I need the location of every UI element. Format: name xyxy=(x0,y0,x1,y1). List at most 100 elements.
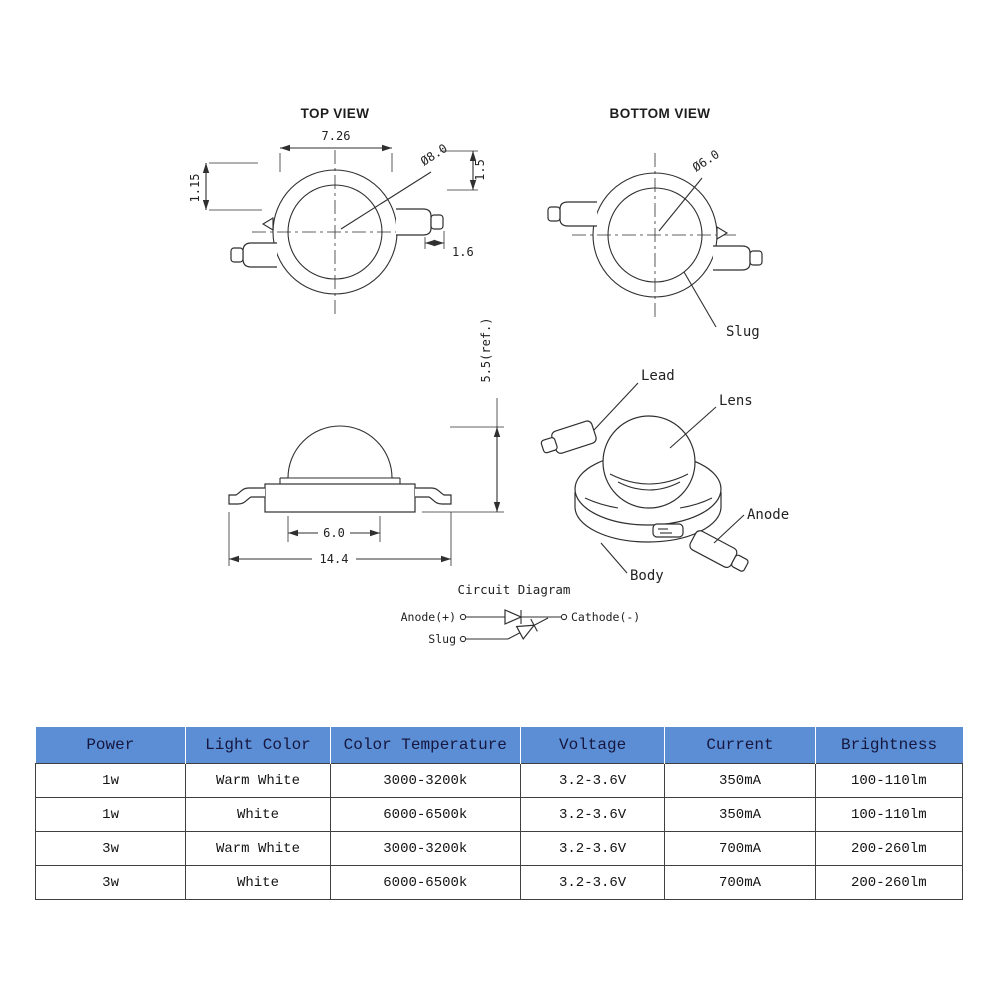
table-row: 3w Warm White 3000-3200k 3.2-3.6V 700mA … xyxy=(34,831,964,866)
diode-symbol xyxy=(504,609,523,625)
header-power: Power xyxy=(35,727,187,764)
cell-light-color: Warm White xyxy=(185,763,331,798)
upper-lead xyxy=(540,420,597,454)
lens-highlight-arc xyxy=(617,481,681,491)
dim-lead-length-label: 1.6 xyxy=(452,245,474,259)
table-row: 1w Warm White 3000-3200k 3.2-3.6V 350mA … xyxy=(34,763,964,798)
dome-arc xyxy=(287,425,393,479)
cell-color-temperature: 3000-3200k xyxy=(329,831,521,866)
cell-voltage: 3.2-3.6V xyxy=(519,831,666,866)
slug-terminal-label: Slug xyxy=(428,632,456,646)
header-voltage: Voltage xyxy=(520,727,666,764)
terminal-dot xyxy=(459,635,467,643)
lead-stub xyxy=(731,554,749,572)
cell-current: 700mA xyxy=(664,831,816,866)
lead-stub xyxy=(547,206,561,222)
spec-table: Power Light Color Color Temperature Volt… xyxy=(34,727,964,900)
leader-line xyxy=(593,382,639,431)
lens-highlight-arc xyxy=(609,473,689,485)
diode-symbol xyxy=(515,618,538,641)
cell-power: 3w xyxy=(34,831,187,866)
lead-stub xyxy=(230,247,244,263)
perspective-view: Lead Lens Anode Body xyxy=(540,368,789,584)
lead-pad xyxy=(551,420,597,454)
cell-voltage: 3.2-3.6V xyxy=(519,763,666,798)
leader-line xyxy=(683,271,717,328)
cell-power: 3w xyxy=(34,865,187,900)
header-light-color: Light Color xyxy=(185,727,331,764)
bottom-view: BOTTOM VIEW Ø6.0 Slug xyxy=(547,106,763,340)
dome-lens xyxy=(602,415,696,509)
dim-total-width-label: 14.4 xyxy=(320,552,349,566)
lens-label: Lens xyxy=(719,393,753,409)
cell-color-temperature: 3000-3200k xyxy=(329,763,521,798)
circuit-title: Circuit Diagram xyxy=(458,582,571,597)
leader-line xyxy=(340,171,432,230)
cell-brightness: 100-110lm xyxy=(814,763,964,798)
dim-height-label: 5.5(ref.) xyxy=(479,317,493,382)
body-surface-line xyxy=(584,497,619,509)
body-label: Body xyxy=(630,568,664,584)
cell-color-temperature: 6000-6500k xyxy=(329,865,521,900)
dim-slug-diameter-label: Ø6.0 xyxy=(690,147,722,174)
cell-voltage: 3.2-3.6V xyxy=(519,797,666,832)
cell-current: 350mA xyxy=(664,797,816,832)
diode-cathode-bar xyxy=(530,618,538,632)
leader-line xyxy=(669,406,717,449)
lead-pad xyxy=(689,530,738,568)
cathode-mark xyxy=(652,523,684,538)
lead-stub xyxy=(540,437,558,454)
lead-pad xyxy=(713,245,751,271)
lead-stub xyxy=(430,214,444,230)
terminal-dot xyxy=(459,613,467,621)
cell-power: 1w xyxy=(34,763,187,798)
cell-current: 350mA xyxy=(664,763,816,798)
dim-diameter-label: Ø8.0 xyxy=(418,141,450,168)
slug-label: Slug xyxy=(726,324,760,340)
gullwing-lead xyxy=(415,487,452,505)
header-current: Current xyxy=(664,727,816,764)
dim-lens-label: 6.0 xyxy=(323,526,345,540)
table-row: 1w White 6000-6500k 3.2-3.6V 350mA 100-1… xyxy=(34,797,964,832)
diode-triangle xyxy=(515,624,536,641)
lead-label: Lead xyxy=(641,368,675,384)
dim-notch-label: 1.15 xyxy=(188,174,202,203)
leader-line xyxy=(713,514,745,544)
lead-pad xyxy=(396,208,432,236)
top-view: TOP VIEW 7.26 Ø8.0 1.15 1.5 1.6 xyxy=(188,106,487,316)
terminal-dot xyxy=(560,613,568,621)
lead-pad xyxy=(559,201,597,227)
cell-power: 1w xyxy=(34,797,187,832)
dim-lead-thickness-label: 1.5 xyxy=(473,159,487,181)
cell-light-color: White xyxy=(185,865,331,900)
cell-current: 700mA xyxy=(664,865,816,900)
cell-light-color: Warm White xyxy=(185,831,331,866)
lead-stub xyxy=(749,250,763,266)
cell-voltage: 3.2-3.6V xyxy=(519,865,666,900)
bottom-view-title: BOTTOM VIEW xyxy=(610,106,711,121)
cell-light-color: White xyxy=(185,797,331,832)
table-body: 1w Warm White 3000-3200k 3.2-3.6V 350mA … xyxy=(34,763,964,900)
cell-brightness: 200-260lm xyxy=(814,831,964,866)
circuit-diagram: Circuit Diagram Anode(+) Slug Cathode(-) xyxy=(401,582,641,646)
body-surface-line xyxy=(679,497,713,509)
gullwing-lead xyxy=(228,487,265,505)
table-row: 3w White 6000-6500k 3.2-3.6V 700mA 200-2… xyxy=(34,865,964,900)
leader-line xyxy=(600,542,628,574)
side-view: 5.5(ref.) 6.0 14.4 xyxy=(228,317,504,566)
index-notch xyxy=(716,226,729,240)
cell-brightness: 100-110lm xyxy=(814,797,964,832)
anode-lead xyxy=(689,530,749,572)
lead-pad xyxy=(242,242,277,268)
index-notch xyxy=(261,217,274,231)
header-row: Power Light Color Color Temperature Volt… xyxy=(35,727,963,764)
header-brightness: Brightness xyxy=(815,727,963,764)
leader-line xyxy=(658,177,703,232)
anode-terminal-label: Anode(+) xyxy=(401,610,456,624)
anode-label: Anode xyxy=(747,507,789,523)
cell-brightness: 200-260lm xyxy=(814,865,964,900)
dim-width-label: 7.26 xyxy=(322,129,351,143)
table-header: Power Light Color Color Temperature Volt… xyxy=(35,727,963,764)
lens-circle xyxy=(287,184,383,280)
